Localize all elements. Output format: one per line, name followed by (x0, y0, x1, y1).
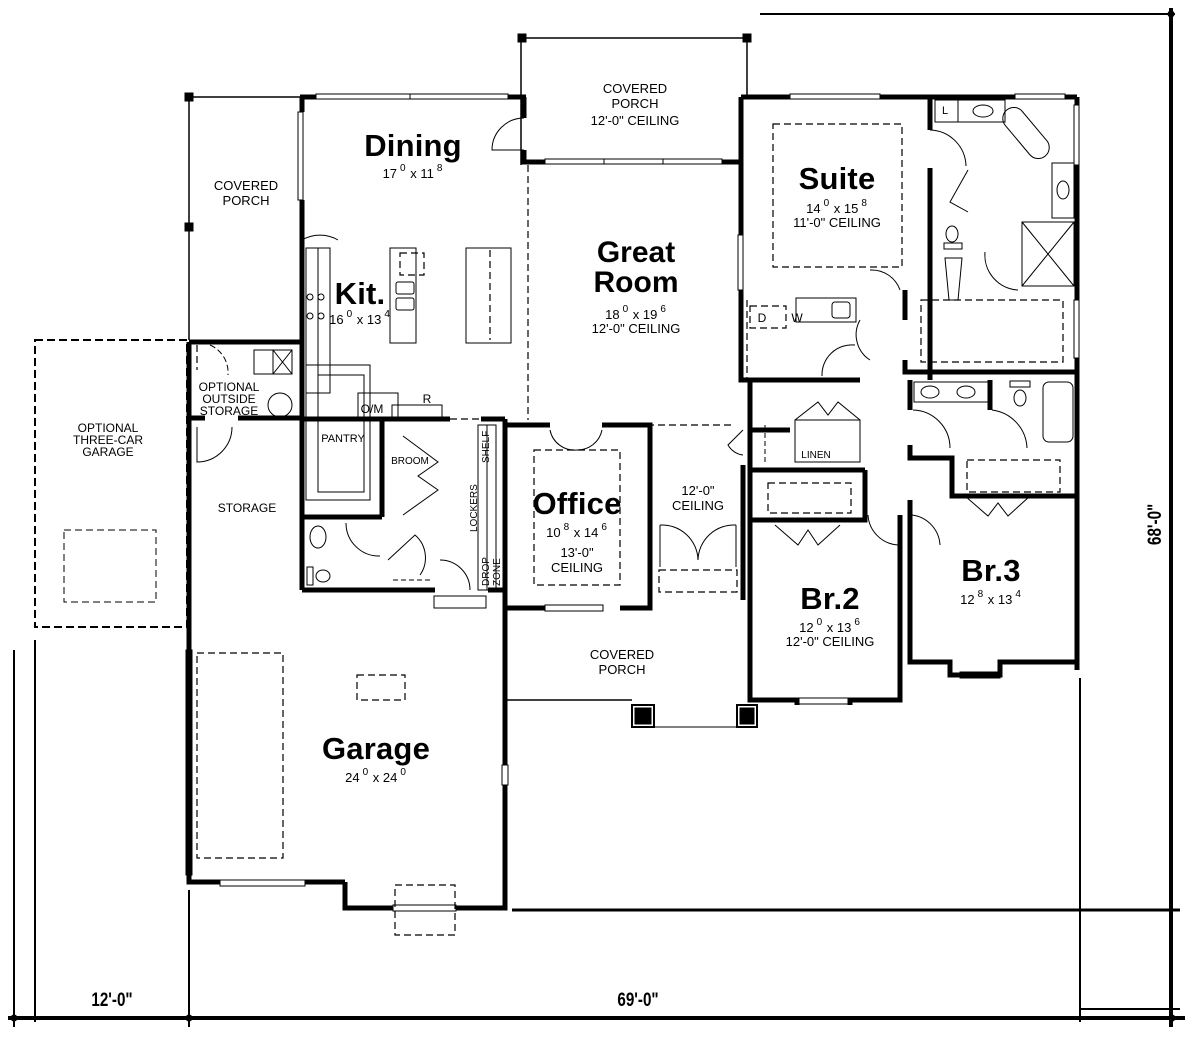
dimension-main-width: 69'-0" (617, 990, 659, 1011)
front-porch-label: COVERED PORCH (589, 647, 655, 677)
optional-garage-label: OPTIONAL THREE-CAR GARAGE (72, 421, 144, 459)
great-room-name-line1: Great (596, 236, 676, 269)
pantry-label: PANTRY (321, 433, 365, 445)
refrigerator-label: R (422, 392, 432, 406)
side-porch-outline (184, 92, 300, 340)
garage-name: Garage (321, 731, 431, 766)
great-room-name-line2: Room (593, 266, 679, 299)
drop-zone-label-2: ZONE (492, 558, 503, 586)
lockers-label: LOCKERS (469, 484, 480, 532)
shelf-label: SHELF (481, 430, 492, 463)
suite-name: Suite (798, 161, 876, 196)
washer-label: W (791, 311, 803, 325)
great-room-ceiling: 12'-0" CEILING (591, 321, 681, 336)
rear-porch-label: COVERED PORCH 12'-0" CEILING (590, 81, 680, 128)
broom-closet-label: BROOM (391, 456, 429, 467)
kitchen-name: Kit. (334, 276, 386, 311)
optional-storage-label: OPTIONAL OUTSIDE STORAGE (198, 380, 260, 418)
storage-label: STORAGE (217, 501, 277, 515)
dimension-depth: 68'-0" (1145, 503, 1166, 545)
suite-ceiling: 11'-0" CEILING (793, 215, 881, 230)
office-ceiling-2: CEILING (550, 560, 603, 575)
dryer-label: D (757, 311, 767, 325)
foyer-ceiling-label: 12'-0" CEILING (671, 483, 725, 513)
rear-porch-outline (517, 33, 752, 165)
br2-name: Br.2 (800, 581, 860, 616)
br3-name: Br.3 (961, 553, 1021, 588)
dimension-left-width: 12'-0" (91, 990, 133, 1011)
oven-microwave-label: O/M (360, 402, 384, 416)
dining-room-name: Dining (364, 128, 462, 163)
linen-closet-label: LINEN (801, 450, 831, 461)
side-porch-label: COVERED PORCH (213, 178, 279, 208)
optional-garage-outline (34, 339, 188, 628)
laundry-tub-label: L (941, 105, 949, 117)
office-ceiling-1: 13'-0" (560, 545, 594, 560)
br2-ceiling: 12'-0" CEILING (785, 634, 875, 649)
office-name: Office (532, 486, 622, 521)
